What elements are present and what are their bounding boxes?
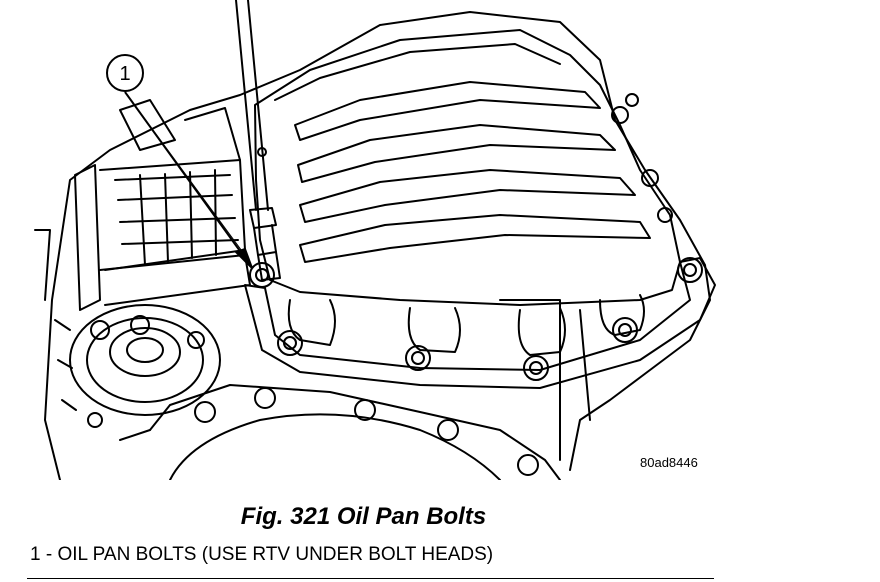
callout-number: 1 [119,63,130,85]
callout-circle [106,54,144,92]
oil-pan-bolts [249,257,703,381]
dipstick-tube [235,0,269,211]
oil-pan-fin [297,124,616,183]
oil-pan-flange [244,257,716,389]
bell-housing [149,384,561,480]
image-reference-code: 80ad8446 [640,455,698,470]
figure-caption: Fig. 321 Oil Pan Bolts [240,503,487,530]
callout-leader [124,91,253,269]
legend-item: 1 - OIL PAN BOLTS (USE RTV UNDER BOLT HE… [30,544,494,565]
oil-pan-fin [299,169,636,223]
legend-divider [27,578,714,579]
oil-pan-fin [299,214,651,263]
oil-pan-bolts-illustration: 1 [34,0,716,480]
transmission-case [44,11,711,480]
oil-pan-fin [294,81,601,141]
output-bearing-outer [69,304,221,416]
oil-pan-cover [254,29,681,306]
